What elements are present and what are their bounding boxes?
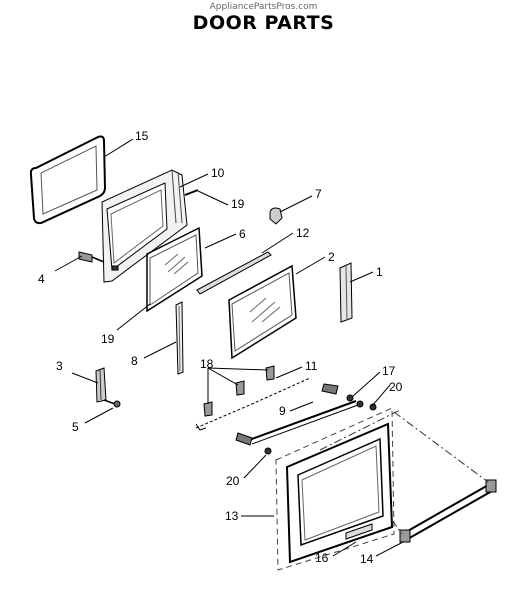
callout-9: 9 bbox=[279, 404, 286, 418]
part-screw bbox=[78, 251, 105, 263]
part-screws-18 bbox=[203, 365, 275, 417]
callout-19-top: 19 bbox=[231, 197, 245, 211]
part-inner-glass bbox=[146, 226, 203, 313]
part-side-trim bbox=[175, 301, 184, 375]
callout-4: 4 bbox=[38, 272, 45, 286]
part-hinge-channel bbox=[339, 262, 353, 323]
part-bracket bbox=[269, 207, 283, 225]
callout-19-bottom: 19 bbox=[101, 332, 115, 346]
part-handle bbox=[399, 479, 497, 543]
part-gasket bbox=[29, 135, 107, 225]
part-outer-glass bbox=[228, 264, 297, 360]
callout-15: 15 bbox=[135, 129, 149, 143]
callout-6: 6 bbox=[239, 227, 246, 241]
alignment-lines bbox=[319, 409, 489, 535]
part-hinge bbox=[95, 367, 121, 408]
callout-5: 5 bbox=[72, 420, 79, 434]
callout-8: 8 bbox=[131, 354, 138, 368]
part-handle-rod bbox=[235, 383, 364, 446]
part-latch-end bbox=[195, 423, 207, 431]
callout-13: 13 bbox=[225, 509, 239, 523]
callout-17: 17 bbox=[382, 364, 396, 378]
callout-2: 2 bbox=[328, 250, 335, 264]
part-gasket-strip bbox=[184, 189, 199, 196]
callout-1: 1 bbox=[376, 265, 383, 279]
callout-7: 7 bbox=[315, 187, 322, 201]
callout-11: 11 bbox=[305, 359, 318, 373]
page-title: DOOR PARTS bbox=[192, 12, 335, 34]
callout-3: 3 bbox=[56, 359, 63, 373]
part-strip bbox=[196, 251, 272, 295]
callout-20-right: 20 bbox=[389, 380, 403, 394]
callout-18: 18 bbox=[200, 357, 214, 371]
callout-16: 16 bbox=[315, 551, 329, 565]
leader-lines bbox=[54, 138, 404, 557]
part-inner-door bbox=[101, 169, 188, 283]
part-washer-left bbox=[264, 447, 272, 455]
callout-14: 14 bbox=[360, 552, 374, 566]
callout-10: 10 bbox=[211, 166, 225, 180]
part-latch bbox=[195, 377, 311, 429]
callout-20-left: 20 bbox=[226, 474, 240, 488]
watermark: AppliancePartsPros.com bbox=[209, 2, 318, 12]
callout-labels: 15 10 7 19 6 12 4 2 1 19 8 18 11 3 17 20… bbox=[38, 129, 403, 566]
callout-12: 12 bbox=[296, 226, 310, 240]
part-outer-door bbox=[275, 407, 395, 571]
part-washer-right bbox=[369, 403, 377, 411]
